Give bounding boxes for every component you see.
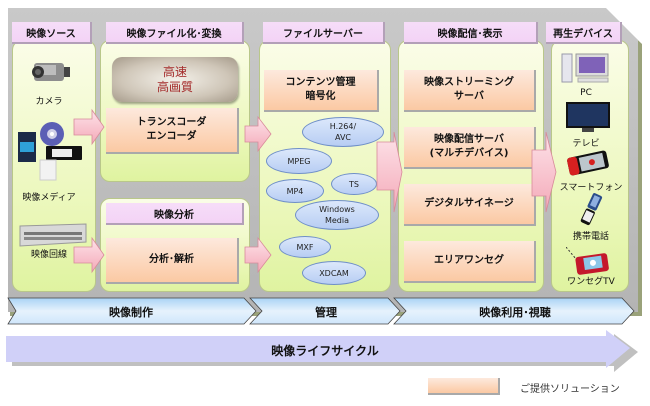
phase-chevron-usage: [393, 297, 635, 325]
phase-usage: 映像利用･視聴: [479, 306, 551, 319]
rack-server-icon: [19, 223, 87, 247]
transcoder-solution: トランスコーダ エンコーダ: [106, 108, 239, 154]
circuit-label: 映像回線: [30, 250, 67, 260]
format-text: AVC: [334, 133, 352, 142]
phase-band: [7, 297, 635, 325]
format-windows-media: Windows Media: [295, 200, 379, 230]
tv-label: テレビ: [572, 139, 600, 149]
format-ts: TS: [331, 173, 377, 195]
devices-header: 再生デバイス: [546, 22, 622, 44]
legend-swatch: [428, 378, 500, 395]
streaming-server-solution: 映像ストリーミング サーバ: [404, 70, 536, 112]
solution-line: 暗号化: [305, 91, 336, 102]
delivery-header: 映像配信･表示: [404, 22, 538, 44]
arrow-source-to-analysis: [73, 236, 105, 274]
solution-line: サーバ: [454, 91, 484, 102]
mobile-phone-label: 携帯電話: [572, 232, 609, 242]
smartphone-label: スマートフォン: [559, 183, 623, 193]
solution-line: エリアワンセグ: [434, 255, 504, 266]
distribution-server-solution: 映像配信サーバ (マルチデバイス): [404, 127, 536, 169]
digital-signage-solution: デジタルサイネージ: [404, 184, 536, 226]
analysis-solution: 分析･解析: [106, 238, 239, 284]
content-management-solution: コンテンツ管理 暗号化: [264, 70, 379, 112]
lifecycle-label: 映像ライフサイクル: [271, 344, 379, 358]
format-text: H.264/: [329, 122, 357, 131]
mobile-phone-icon: [580, 193, 603, 226]
analysis-header: 映像分析: [106, 203, 244, 225]
phase-chevron-production: [7, 297, 257, 325]
oneseg-tv-label: ワンセグTV: [567, 277, 615, 287]
solution-line: (マルチデバイス): [429, 148, 509, 159]
media-icon: [18, 122, 82, 181]
phase-management: 管理: [315, 306, 337, 319]
solution-line: エンコーダ: [146, 131, 197, 142]
format-text: MPEG: [287, 156, 311, 166]
badge-line-1: 高速: [162, 64, 187, 79]
smartphone-icon: [567, 150, 609, 176]
solution-line: トランスコーダ: [136, 117, 207, 128]
high-speed-quality-badge: 高速 高画質: [112, 57, 238, 102]
phase-chevron-management: [249, 297, 401, 325]
format-mp4: MP4: [266, 179, 324, 203]
format-mxf: MXF: [279, 236, 331, 258]
pc-label: PC: [580, 88, 592, 98]
format-text: Windows: [319, 205, 355, 214]
phase-production: 映像制作: [109, 306, 153, 319]
format-text: MP4: [286, 186, 304, 196]
solution-line: 分析･解析: [149, 254, 194, 265]
fileserver-header: ファイルサーバー: [263, 22, 385, 44]
format-mpeg: MPEG: [266, 148, 332, 174]
solution-line: 映像ストリーミング: [424, 77, 514, 88]
area-oneseg-solution: エリアワンセグ: [404, 241, 536, 283]
badge-line-2: 高画質: [156, 79, 193, 94]
format-h264: H.264/ AVC: [302, 117, 384, 147]
arrow-source-to-filing: [73, 108, 105, 146]
format-text: MXF: [296, 242, 314, 252]
tv-icon: [566, 102, 610, 132]
solution-line: 映像配信サーバ: [434, 134, 504, 145]
source-header: 映像ソース: [12, 22, 92, 44]
arrow-server-to-delivery: [376, 131, 403, 213]
pc-icon: [561, 53, 609, 83]
arrow-filing-to-server: [244, 115, 272, 153]
arrow-analysis-to-server: [244, 236, 272, 274]
arrow-delivery-to-devices: [531, 131, 557, 213]
format-text: XDCAM: [319, 268, 349, 278]
legend-label: ご提供ソリューション: [520, 384, 620, 395]
format-text: Media: [324, 216, 350, 225]
solution-line: コンテンツ管理: [285, 77, 356, 88]
lifecycle-arrow: [6, 330, 638, 372]
flow-arrows: [73, 108, 557, 274]
format-xdcam: XDCAM: [302, 261, 366, 285]
media-label: 映像メディア: [22, 193, 76, 203]
solution-line: デジタルサイネージ: [424, 198, 514, 209]
oneseg-tv-icon: [566, 247, 609, 275]
video-camera-icon: [32, 63, 70, 81]
format-text: TS: [349, 179, 359, 189]
filing-header: 映像ファイル化･変換: [106, 22, 244, 44]
camera-label: カメラ: [35, 97, 63, 107]
